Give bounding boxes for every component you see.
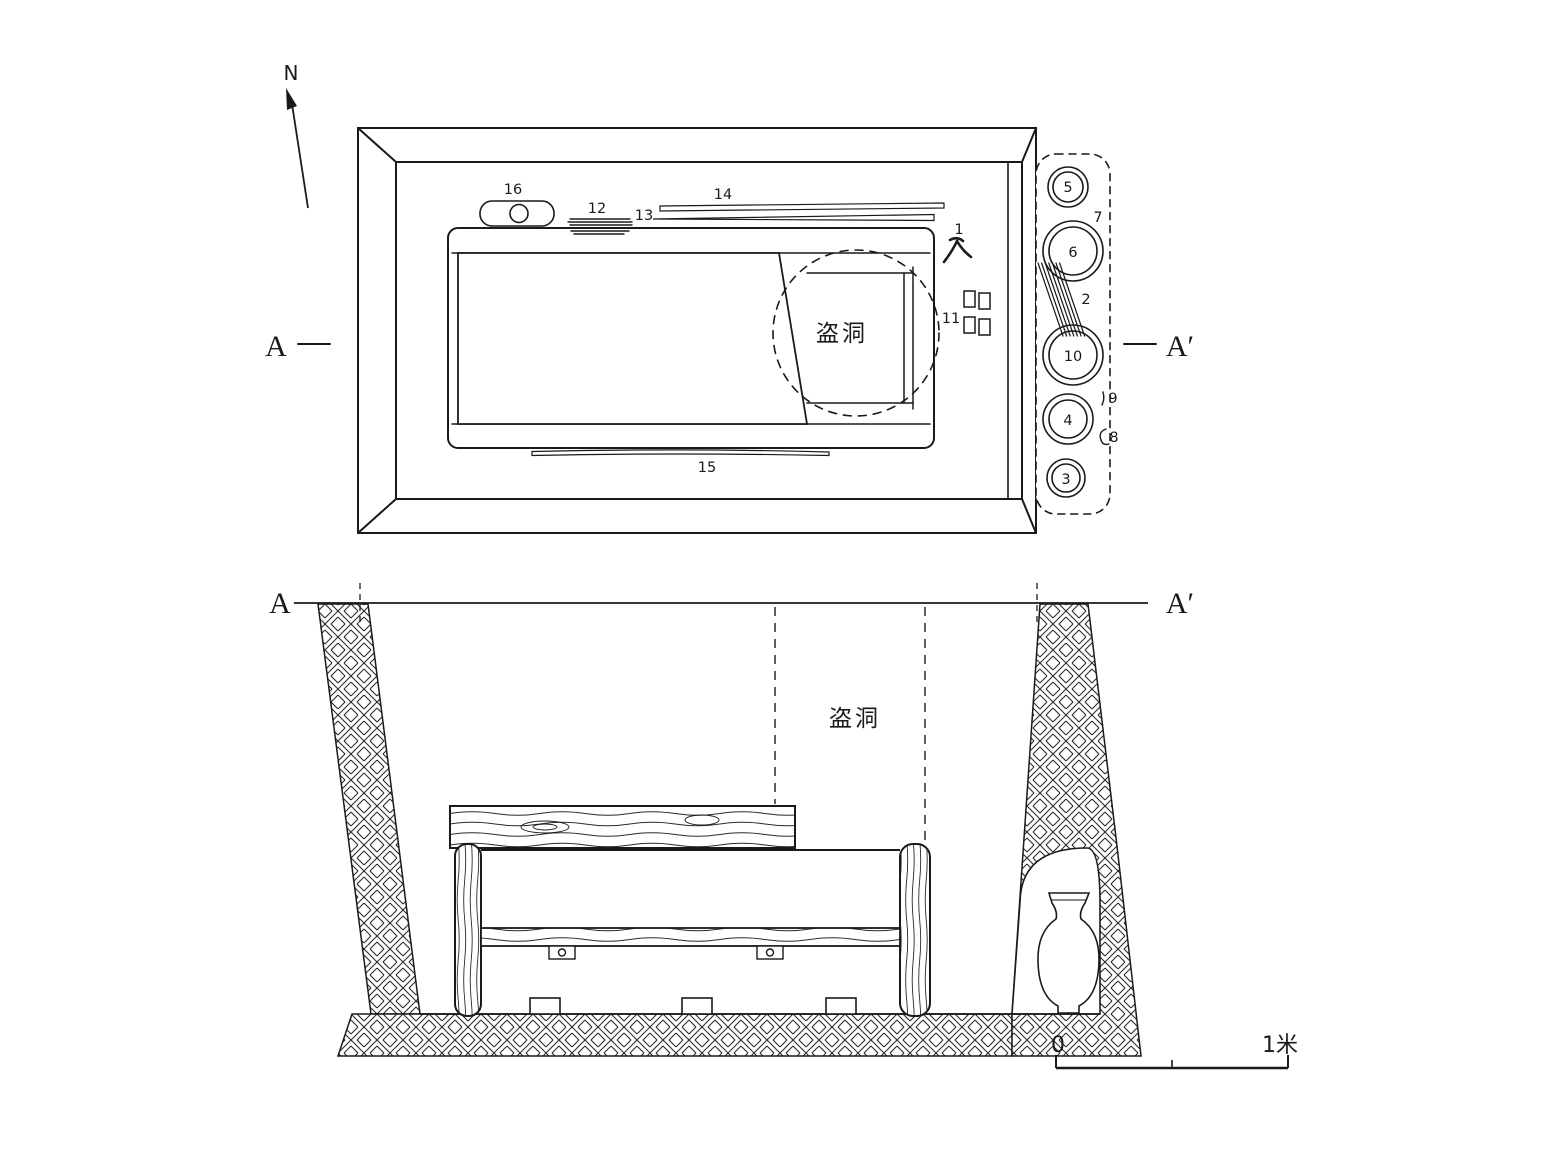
- artifact-12: [567, 218, 633, 235]
- artifact-13: [652, 213, 935, 222]
- north-arrow-shaft: [291, 103, 309, 209]
- artifact-15: [531, 449, 830, 457]
- artifact-label-10: 10: [1064, 349, 1082, 365]
- plan-niche: [1035, 153, 1111, 515]
- scale-one-meter: 1米: [1262, 1033, 1298, 1058]
- artifact-label-3: 3: [1061, 472, 1070, 488]
- plan-pit-inner-edge: [395, 161, 1023, 500]
- artifact-label-8: 8: [1109, 430, 1118, 446]
- artifact-11: [963, 290, 991, 336]
- plan-marker-a-prime: A′: [1166, 330, 1194, 363]
- earth-left-wall: [317, 603, 421, 1015]
- artifact-8-mark: [1099, 428, 1110, 446]
- artifact-label-5: 5: [1063, 180, 1072, 196]
- artifact-label-12: 12: [588, 201, 606, 217]
- section-marker-a: A: [269, 587, 291, 620]
- artifact-9-mark: [1101, 391, 1105, 406]
- coffin-feet: [529, 997, 857, 1015]
- plan-artifact-labels: 16 12 13 14 1 11 15 5 7 6 2 10 4 9 8 3: [504, 180, 1119, 488]
- plan-coffin-exposed-end: [806, 266, 914, 410]
- artifact-label-4: 4: [1063, 413, 1072, 429]
- north-label: N: [284, 61, 299, 85]
- earth-bottom: [336, 1013, 1013, 1057]
- plan-view: 盗洞 16: [265, 127, 1194, 534]
- robber-hole-label-section: 盗洞: [829, 706, 881, 732]
- artifact-label-15: 15: [698, 460, 716, 476]
- artifact-label-9: 9: [1108, 391, 1117, 407]
- section-coffin: [449, 805, 931, 1017]
- artifact-label-6: 6: [1068, 245, 1077, 261]
- artifact-label-16: 16: [504, 182, 522, 198]
- section-view: 盗洞 A A′: [269, 583, 1194, 1057]
- artifact-16: [479, 200, 555, 227]
- robber-hole-outline-plan: [772, 249, 940, 417]
- coffin-end-board-right: [899, 843, 931, 1017]
- coffin-floor-plank: [480, 927, 901, 947]
- section-marker-a-prime: A′: [1166, 587, 1194, 620]
- artifact-14: [659, 202, 945, 212]
- coffin-fittings: [548, 945, 784, 960]
- coffin-end-board-left: [454, 843, 482, 1017]
- artifact-label-7: 7: [1093, 210, 1102, 226]
- scale-bar: 0 1米: [1051, 1033, 1298, 1070]
- artifact-label-14: 14: [714, 187, 732, 203]
- scale-zero: 0: [1051, 1033, 1065, 1058]
- north-arrow-head: [286, 88, 297, 110]
- vessel-circles: [1042, 166, 1104, 498]
- plan-coffin-lid: [457, 252, 809, 425]
- robber-hole-section: 盗洞: [774, 607, 926, 842]
- artifact-1: [942, 236, 973, 264]
- robber-hole-label-plan: 盗洞: [816, 321, 868, 347]
- artifact-label-13: 13: [635, 208, 653, 224]
- north-arrow: N: [284, 61, 309, 209]
- artifact-label-2: 2: [1081, 292, 1090, 308]
- lid-knots: [520, 814, 720, 834]
- artifact-2-bundle: [1037, 262, 1086, 337]
- pottery-jar: [1037, 892, 1100, 1014]
- artifact-label-11: 11: [942, 311, 960, 327]
- coffin-lid-section: [449, 805, 796, 849]
- artifact-label-1: 1: [954, 222, 963, 238]
- plan-marker-a: A: [265, 330, 287, 363]
